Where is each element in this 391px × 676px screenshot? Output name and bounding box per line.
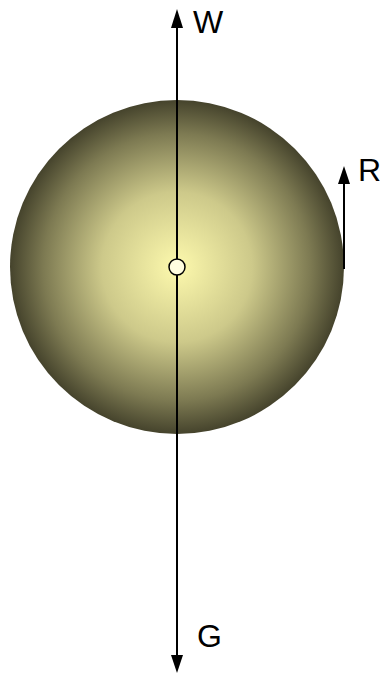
center-point [169, 259, 185, 275]
arrow-head [171, 655, 183, 673]
force-label: G [197, 618, 222, 654]
force-label: W [193, 4, 223, 40]
force-line [343, 182, 345, 269]
arrow-head [171, 9, 183, 28]
force-line [176, 26, 178, 658]
force-label: R [358, 152, 381, 188]
arrow-head [338, 166, 350, 184]
